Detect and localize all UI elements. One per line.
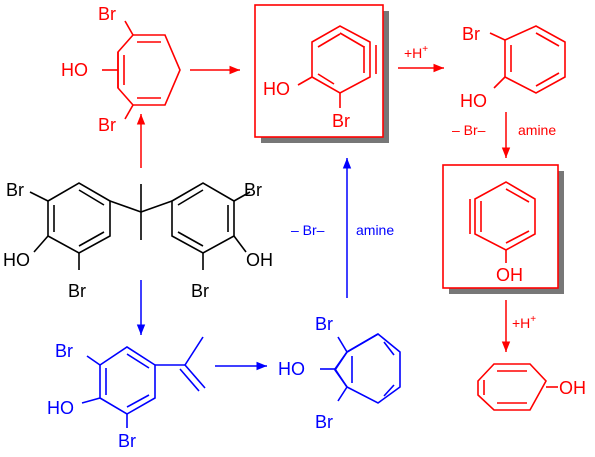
dibromophenol-red-br-top: Br bbox=[98, 4, 116, 24]
aryne-2 bbox=[469, 181, 536, 263]
dibromophenol-blue bbox=[320, 333, 401, 404]
dibromophenol-red-br-bottom: Br bbox=[98, 115, 116, 135]
reagent-minus-br-1: – Br– bbox=[452, 122, 486, 138]
phenol bbox=[477, 363, 558, 411]
bpa-br-bottom-left: Br bbox=[68, 281, 86, 301]
bromophenol-br: Br bbox=[462, 24, 480, 44]
dibromophenol-blue-oh: HO bbox=[278, 359, 305, 379]
isopropenyl-phenol-br-bottom: Br bbox=[118, 431, 136, 451]
phenol-oh: OH bbox=[559, 378, 586, 398]
bpa-br-top-right: Br bbox=[244, 180, 262, 200]
dibromophenol-blue-br-top: Br bbox=[315, 314, 333, 334]
bpa-br-top-left: Br bbox=[6, 180, 24, 200]
reagents: +H+ – Br– amine +H+ – Br– amine bbox=[291, 44, 556, 331]
isopropenyl-phenol-oh: HO bbox=[47, 398, 74, 418]
isopropenyl-phenol-br-top: Br bbox=[55, 341, 73, 361]
tetrabromobisphenol-a bbox=[29, 182, 251, 270]
reagent-h-plus-2: +H+ bbox=[512, 314, 536, 331]
reagent-amine-2: amine bbox=[356, 222, 394, 238]
dibromophenol-red bbox=[102, 20, 181, 120]
arrows bbox=[136, 63, 511, 371]
isopropenyl-phenol bbox=[81, 336, 206, 428]
bromophenol-oh: HO bbox=[460, 91, 487, 111]
dibromophenol-red-oh: HO bbox=[61, 60, 88, 80]
aryne-1 bbox=[297, 25, 377, 108]
bpa-oh-left: HO bbox=[3, 250, 30, 270]
aryne-2-oh: OH bbox=[496, 265, 523, 285]
reagent-amine-1: amine bbox=[518, 122, 556, 138]
bromophenol bbox=[489, 25, 566, 94]
bpa-br-bottom-right: Br bbox=[191, 281, 209, 301]
reagent-minus-br-2: – Br– bbox=[291, 222, 325, 238]
bpa-oh-right: OH bbox=[246, 250, 273, 270]
aryne-box-1 bbox=[254, 4, 389, 143]
dibromophenol-blue-br-bottom: Br bbox=[315, 412, 333, 432]
aryne-1-oh: HO bbox=[263, 79, 290, 99]
reagent-h-plus-1: +H+ bbox=[404, 44, 428, 61]
aryne-1-br: Br bbox=[332, 111, 350, 131]
